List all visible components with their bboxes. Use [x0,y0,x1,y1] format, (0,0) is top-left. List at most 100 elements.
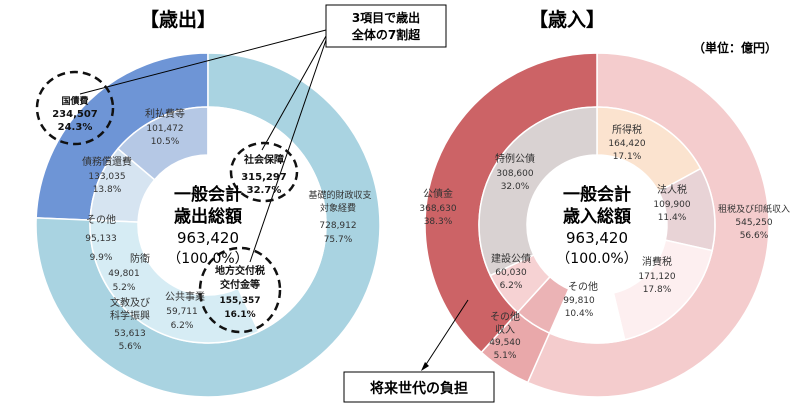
label-kokusai-name: 国債費 [61,95,88,107]
label-sozei-pct: 56.6% [740,231,769,241]
callout-bottom-box [343,371,495,403]
label-sonota-name: その他 [86,213,116,226]
callout-bottom-arrowhead [421,362,429,371]
callout-top-line2: 全体の7割超 [351,27,421,42]
expenditure-labels: 国債費 234,507 24.3% 利払費等 101,472 10.5% 債務償… [52,95,371,352]
callout-bottom-line [424,299,469,367]
label-boei-name: 防衛 [130,252,150,265]
callout-line-kokusai [79,29,327,95]
label-sozei-value: 545,250 [735,218,772,228]
label-kokyo-pct: 6.2% [171,321,194,331]
expenditure-inner-slice-7 [89,219,260,344]
label-kisoteki-line2: 対象経費 [320,202,356,214]
revenue-labels: 所得税 164,420 17.1% 法人税 109,900 11.4% 消費税 … [419,123,790,361]
unit-note: （単位：億円） [693,40,777,55]
label-shotoku-value: 164,420 [608,139,645,149]
label-kensetsu: 建設公債 60,030 6.2% [491,252,531,291]
label-hojin-pct: 11.4% [658,213,687,223]
label-bunkyo-pct: 5.6% [119,342,142,352]
label-kisoteki-line1: 基礎的財政収支 [308,189,371,201]
label-sonotashunyu-pct: 5.1% [494,351,517,361]
label-sonotashunyu-value: 49,540 [489,338,521,348]
label-riharai: 利払費等 101,472 10.5% [145,107,185,147]
revenue-center-hole [527,155,667,295]
label-sonota-value: 95,133 [85,234,117,244]
expenditure-center-line1: 一般会計 [174,184,242,205]
label-shakai-value: 315,297 [241,172,287,183]
label-bunkyo-line2: 科学振興 [110,309,150,322]
label-kosaikin-value: 368,630 [419,204,456,214]
label-shotoku-pct: 17.1% [613,152,642,162]
label-shotoku-name: 所得税 [612,123,642,136]
revenue-title: 【歳入】 [529,8,605,31]
label-kokusai-value: 234,507 [52,109,98,120]
label-hojin: 法人税 109,900 11.4% [653,183,690,223]
label-shohi: 消費税 171,120 17.8% [638,255,675,295]
label-chiho-value: 155,357 [220,296,261,306]
label-bunkyo-value: 53,613 [114,329,146,339]
revenue-center-line2: 歳入総額 [563,206,631,227]
label-boei-value: 49,801 [108,269,140,279]
highlight-chiho [198,246,282,334]
label-shohi-value: 171,120 [638,272,675,282]
label-sonota-rev-value: 99,810 [563,296,595,306]
label-chiho: 地方交付税 交付金等 155,357 16.1% [215,264,265,320]
revenue-center-pct: （100.0%） [556,251,637,267]
expenditure-donut [35,52,381,398]
label-sonotashunyu-line2: 収入 [495,324,515,336]
expenditure-center: 一般会計 歳出総額 963,420 （100.0%） [167,184,248,267]
label-kensetsu-pct: 6.2% [500,281,523,291]
label-boei: 防衛 49,801 5.2% [108,252,150,293]
label-hojin-name: 法人税 [657,183,687,196]
label-kokyo-name: 公共事業 [165,290,205,303]
highlight-kokusai [35,70,115,146]
label-sozei-line1: 租税及び印紙収入 [718,203,790,215]
label-kokusai: 国債費 234,507 24.3% [52,95,98,133]
label-tokurei-name: 特例公債 [495,152,535,165]
label-shakai-name: 社会保障 [243,153,284,166]
label-sonotashunyu-line1: その他 [490,310,520,323]
label-sonotashunyu: その他 収入 49,540 5.1% [489,310,521,361]
label-bunkyo: 文教及び 科学振興 53,613 5.6% [110,296,150,352]
expenditure-center-total: 963,420 [177,229,239,247]
label-shotoku: 所得税 164,420 17.1% [608,123,645,162]
label-sonota-pct: 9.9% [90,253,113,263]
expenditure-center-hole [138,155,278,295]
label-kensetsu-name: 建設公債 [491,252,531,265]
label-riharai-value: 101,472 [146,124,183,134]
label-bunkyo-line1: 文教及び [110,296,150,309]
callout-top-line1: 3項目で歳出 [352,10,420,25]
expenditure-center-line2: 歳出総額 [174,206,242,227]
label-kisoteki-pct: 75.7% [324,235,353,245]
label-saimu-value: 133,035 [88,172,125,182]
callout-top-box [325,4,447,48]
label-sonota-rev: その他 99,810 10.4% [563,280,598,319]
label-shohi-pct: 17.8% [643,285,672,295]
label-kisoteki-value: 728,912 [319,221,356,231]
label-sozei: 租税及び印紙収入 545,250 56.6% [718,203,790,241]
expenditure-center-pct: （100.0%） [167,251,248,267]
label-kosaikin-name: 公債金 [423,187,453,200]
revenue-center-total: 963,420 [566,229,628,247]
label-tokurei-value: 308,600 [496,169,533,179]
label-chiho-line2: 交付金等 [220,278,260,291]
callout-line-shakai [261,35,327,151]
label-chiho-line1: 地方交付税 [215,264,265,277]
label-kokyo-value: 59,711 [166,307,198,317]
revenue-center-line1: 一般会計 [563,184,631,205]
label-tokurei: 特例公債 308,600 32.0% [495,152,535,192]
revenue-donut [424,52,770,398]
label-riharai-pct: 10.5% [151,137,180,147]
label-hojin-value: 109,900 [653,200,690,210]
label-shakai: 社会保障 315,297 32.7% [241,153,287,196]
label-saimu-name: 債務償還費 [82,155,132,168]
label-kokyo: 公共事業 59,711 6.2% [165,290,205,331]
label-riharai-name: 利払費等 [145,107,185,120]
label-kisoteki: 基礎的財政収支 対象経費 728,912 75.7% [308,189,371,245]
label-tokurei-pct: 32.0% [501,182,530,192]
label-saimu-pct: 13.8% [93,185,122,195]
expenditure-title: 【歳出】 [140,8,216,31]
label-saimu: 債務償還費 133,035 13.8% [82,155,132,195]
label-boei-pct: 5.2% [113,283,136,293]
